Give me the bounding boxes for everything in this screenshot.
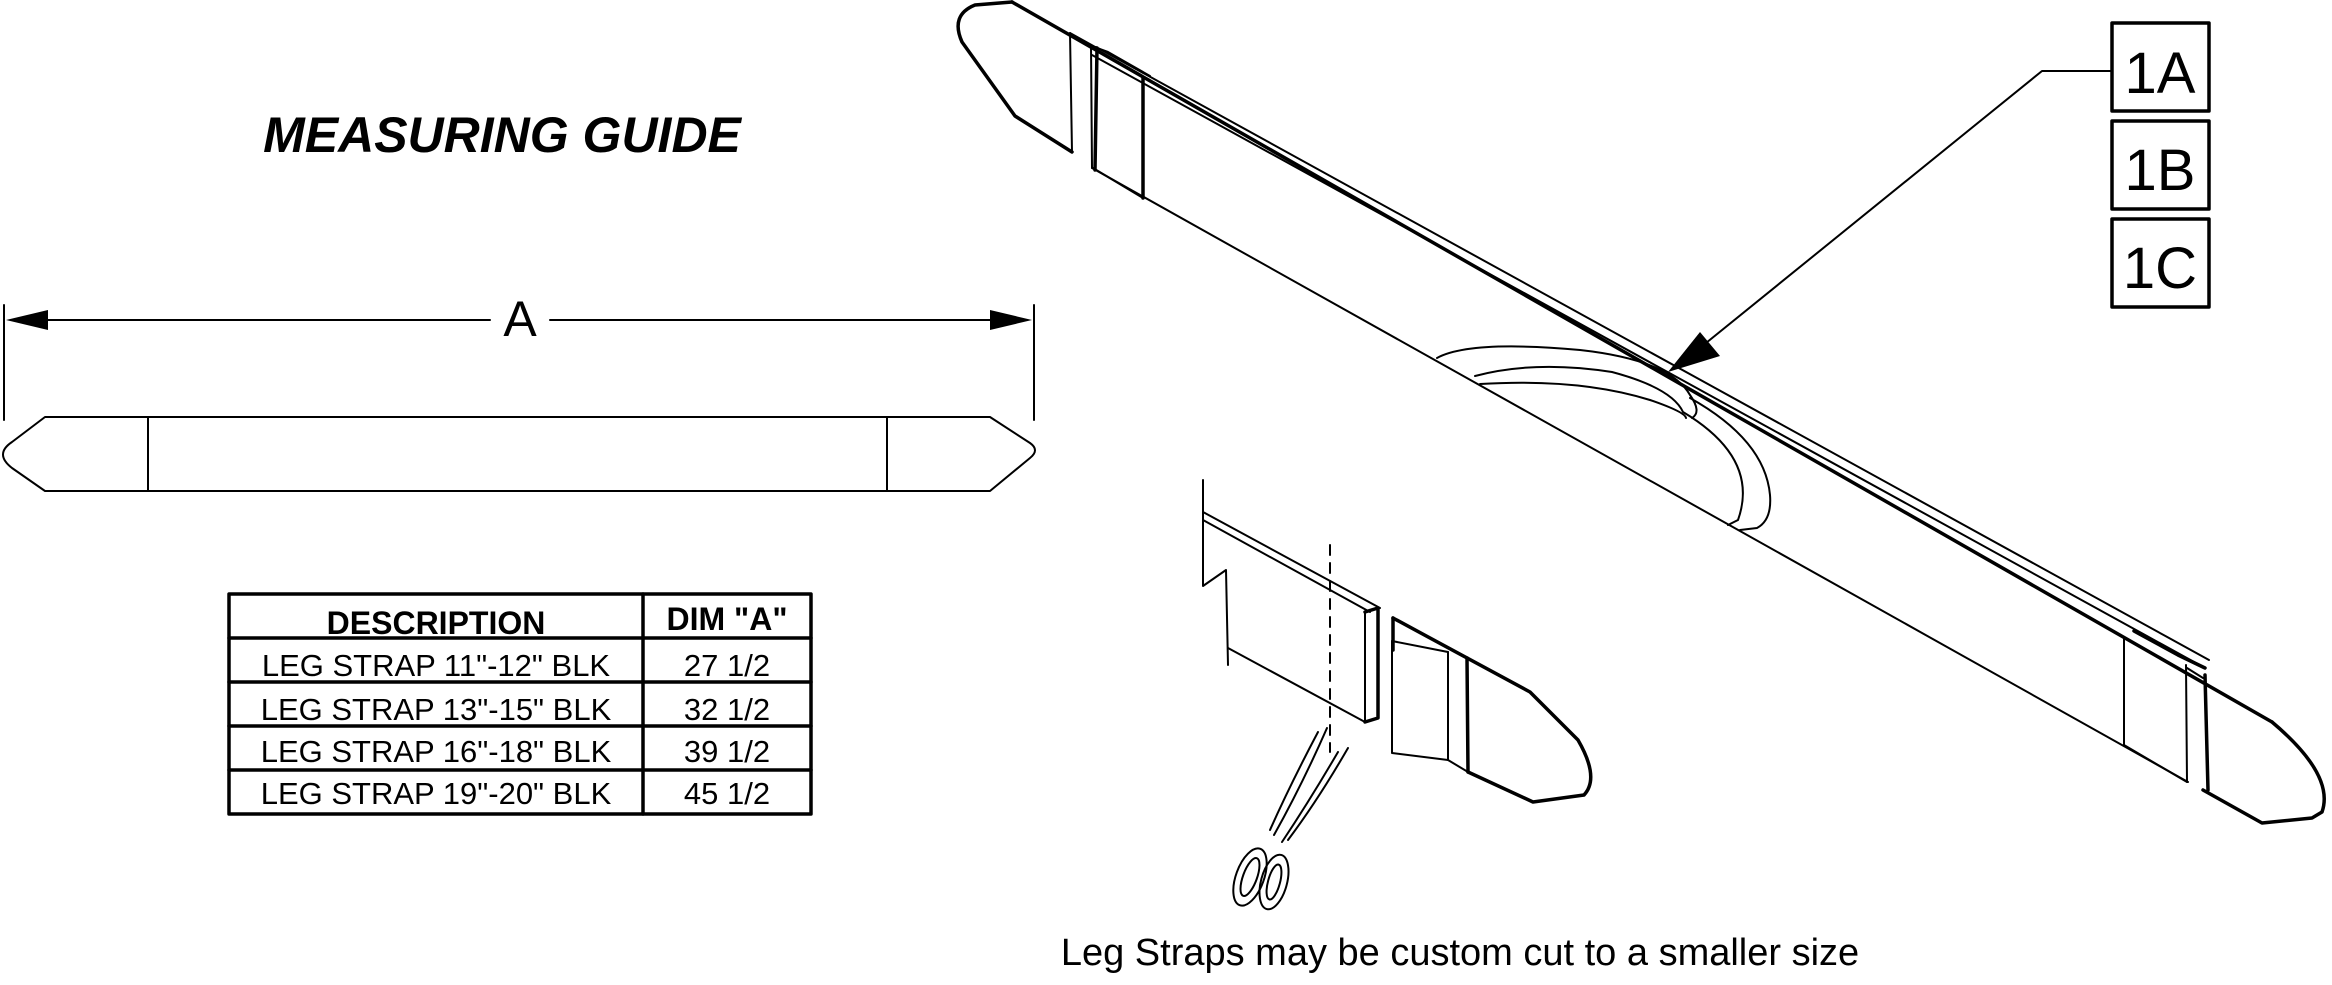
table-cell-description: LEG STRAP 13"-15" BLK bbox=[261, 692, 612, 727]
cut-strap-top-inner bbox=[1202, 519, 1371, 613]
custom-cut-note: Leg Straps may be custom cut to a smalle… bbox=[1061, 932, 1859, 974]
callout-box-1c bbox=[2110, 217, 2211, 309]
dimension-table: DESCRIPTION DIM "A" LEG STRAP 11"-12" BL… bbox=[227, 592, 813, 816]
buckle-right-line bbox=[2203, 673, 2210, 792]
buckle-left-line bbox=[1093, 46, 1099, 172]
strap-right-end bbox=[2201, 720, 2326, 825]
buckle-left-flap bbox=[1096, 47, 1151, 77]
strap-isometric-view bbox=[956, 0, 2326, 825]
table-cell-dim: 45 1/2 bbox=[684, 776, 770, 811]
cut-piece-left bbox=[1391, 640, 1449, 761]
buckle-left-bottom bbox=[1092, 167, 1144, 199]
scissors-handle-right bbox=[1258, 853, 1290, 911]
callout-label-1c: 1C bbox=[2123, 236, 2197, 301]
cut-piece-bottom bbox=[1447, 759, 1469, 773]
cut-strap-bottom bbox=[1227, 647, 1366, 723]
callout-label-1a: 1A bbox=[2125, 41, 2196, 106]
buckle-right-line bbox=[2186, 667, 2204, 679]
scissors-blade bbox=[1269, 731, 1319, 831]
strap-outline bbox=[2, 416, 1036, 492]
table-cell-description: LEG STRAP 16"-18" BLK bbox=[261, 734, 612, 769]
table-cell-description: LEG STRAP 19"-20" BLK bbox=[261, 776, 612, 811]
cut-break-line bbox=[1202, 479, 1229, 666]
strap-flat-view bbox=[2, 416, 1036, 492]
cut-detail-view bbox=[1202, 479, 1593, 804]
callout-boxes: 1A 1B 1C bbox=[2110, 21, 2211, 309]
cut-strap-end-left bbox=[1363, 606, 1380, 724]
pad-outline-top bbox=[1436, 345, 1698, 419]
leader-arrowhead-icon bbox=[1668, 332, 1720, 372]
callout-leader bbox=[1668, 70, 2113, 372]
cut-piece-divider-thick bbox=[1465, 656, 1470, 774]
buckle-left-line bbox=[1090, 44, 1093, 169]
cut-piece-top bbox=[1391, 640, 1449, 653]
pad-outline-right bbox=[1689, 397, 1772, 531]
scissors-handle-left bbox=[1232, 847, 1268, 907]
pad-inner-outline bbox=[1474, 365, 1744, 526]
arrowhead-left-icon bbox=[6, 310, 48, 330]
strap-top-inner-edge-2 bbox=[1095, 46, 2210, 661]
scissors-blade bbox=[1273, 727, 1328, 836]
strap-bottom-edge bbox=[1091, 167, 2189, 783]
dimension-a: A bbox=[3, 291, 1035, 421]
diagram-title: MEASURING GUIDE bbox=[263, 107, 742, 163]
table-cell-dim: 27 1/2 bbox=[684, 648, 770, 683]
dimension-label: A bbox=[503, 291, 537, 347]
buckle-left-top bbox=[1069, 32, 1098, 49]
table-cell-dim: 32 1/2 bbox=[684, 692, 770, 727]
table-border bbox=[227, 592, 813, 816]
buckle-right-bottom bbox=[2123, 744, 2188, 783]
scissors-blade bbox=[1287, 747, 1349, 841]
buckle-right-flap bbox=[2132, 629, 2207, 670]
scissors-handle-left-inner bbox=[1239, 857, 1261, 897]
strap-top-inner-edge bbox=[1091, 54, 2206, 669]
table-header-description: DESCRIPTION bbox=[327, 605, 546, 641]
cut-piece-end bbox=[1391, 616, 1593, 804]
scissors-icon bbox=[1232, 727, 1349, 911]
leader-line bbox=[1705, 70, 2113, 344]
scissors-blade bbox=[1281, 751, 1339, 843]
callout-label-1b: 1B bbox=[2125, 138, 2196, 203]
buckle-left-line bbox=[1069, 32, 1073, 153]
table-header-dim-a: DIM "A" bbox=[667, 601, 788, 637]
cut-strap-top bbox=[1202, 511, 1381, 609]
callout-box-1b bbox=[2110, 119, 2211, 211]
table-cell-description: LEG STRAP 11"-12" BLK bbox=[262, 648, 611, 683]
arrowhead-right-icon bbox=[990, 310, 1032, 330]
table-cell-dim: 39 1/2 bbox=[684, 734, 770, 769]
pad-inner-outline-2 bbox=[1479, 381, 1687, 419]
callout-box-1a bbox=[2110, 21, 2211, 113]
buckle-right-line bbox=[2185, 664, 2188, 783]
scissors-handle-right-inner bbox=[1265, 863, 1283, 901]
strap-left-end bbox=[956, 0, 1074, 154]
